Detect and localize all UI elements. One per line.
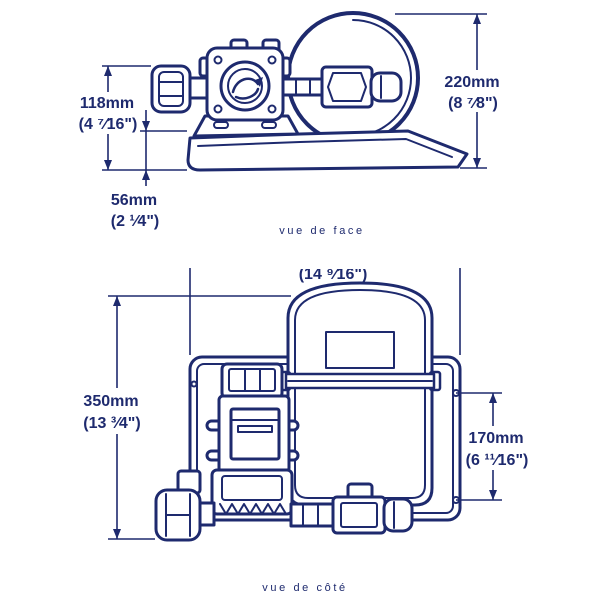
tank-inner-outline bbox=[294, 289, 426, 499]
dimension-metric: 170mm bbox=[468, 430, 523, 447]
dimension-metric: 220mm bbox=[444, 74, 499, 91]
outlet-fitting-side bbox=[289, 482, 414, 535]
pump-bolt bbox=[213, 104, 223, 114]
dimension-imperial: (4 ⁷⁄16") bbox=[79, 116, 138, 133]
arrowhead-down bbox=[104, 160, 112, 170]
pump-bolt bbox=[267, 104, 277, 114]
strainer-cap-inner bbox=[158, 71, 184, 107]
front-left-dimension: 118mm (4 ⁷⁄16") bbox=[79, 65, 187, 171]
mounting-hole bbox=[190, 380, 198, 388]
strainer-cap bbox=[150, 64, 192, 114]
dimension-metric: 350mm bbox=[83, 393, 138, 410]
outlet-pipe bbox=[281, 77, 327, 97]
pump-head-front bbox=[198, 38, 292, 122]
pump-top-cap-inner bbox=[228, 368, 276, 392]
pressure-switch-slot bbox=[237, 425, 273, 433]
bracket-slot-left bbox=[213, 121, 229, 129]
pump-side bbox=[205, 362, 300, 516]
front-lower-dimension: 56mm (2 ¹⁄4") bbox=[111, 110, 187, 230]
base-front bbox=[186, 129, 469, 172]
pressure-switch-box bbox=[229, 407, 281, 461]
side-view-caption: vue de côté bbox=[262, 582, 347, 594]
outlet-port bbox=[369, 71, 403, 103]
pump-face-inner bbox=[227, 68, 263, 104]
tank-end-rim bbox=[352, 19, 412, 137]
pump-head-inner bbox=[221, 475, 283, 501]
front-view: 220mm (8 ⁷⁄8") 118mm (4 ⁷⁄16") 56mm (2 ¹… bbox=[79, 11, 500, 237]
arrowhead-up bbox=[113, 296, 121, 306]
logo-tail bbox=[255, 77, 263, 87]
arrowhead-down bbox=[113, 529, 121, 539]
dimension-imperial: (2 ¹⁄4") bbox=[111, 213, 159, 230]
side-top-dimension: (14 ⁹⁄16") bbox=[189, 266, 461, 355]
outlet-fitting-front bbox=[281, 65, 403, 109]
arrowhead-down bbox=[473, 158, 481, 168]
bracket-slot-right bbox=[261, 121, 277, 129]
pump-head-side bbox=[210, 468, 294, 516]
inlet-strainer-side bbox=[154, 469, 216, 542]
arrowhead-down bbox=[489, 490, 497, 500]
front-right-dimension: 220mm (8 ⁷⁄8") bbox=[395, 13, 500, 169]
tank-label-plate bbox=[325, 331, 395, 369]
arrowhead-up bbox=[489, 393, 497, 403]
logo-swirl-lower bbox=[234, 87, 260, 100]
union-hex bbox=[327, 72, 367, 102]
front-view-caption: vue de face bbox=[279, 225, 364, 237]
arrowhead-up bbox=[142, 170, 150, 180]
side-view: (14 ⁹⁄16") bbox=[83, 266, 529, 594]
arrowhead-down bbox=[142, 121, 150, 131]
base-outline bbox=[186, 129, 469, 172]
dimension-imperial: (13 ³⁄4") bbox=[83, 415, 140, 432]
tank-outline bbox=[286, 281, 434, 507]
base-inner-edge bbox=[197, 138, 453, 158]
outlet-port bbox=[382, 497, 414, 533]
pump-head-fins bbox=[219, 503, 287, 515]
pump-bolt bbox=[213, 55, 223, 65]
dimension-metric: 56mm bbox=[111, 192, 157, 209]
dimension-imperial: (8 ⁷⁄8") bbox=[448, 95, 498, 112]
tank-side bbox=[278, 281, 442, 507]
dimension-imperial: (14 ⁹⁄16") bbox=[299, 266, 368, 283]
logo-swirl-upper bbox=[231, 77, 260, 94]
dimension-metric: 118mm bbox=[80, 95, 134, 112]
arrowhead-up bbox=[104, 66, 112, 76]
pump-logo-icon bbox=[231, 77, 263, 100]
arrowhead-up bbox=[473, 14, 481, 24]
outlet-pipe bbox=[289, 502, 337, 528]
side-left-dimension: 350mm (13 ³⁄4") bbox=[83, 295, 291, 540]
dimension-imperial: (6 ¹¹⁄16") bbox=[466, 452, 529, 469]
pump-bolt bbox=[267, 55, 277, 65]
tee-fitting-inner bbox=[340, 502, 378, 528]
side-right-dimension: 170mm (6 ¹¹⁄16") bbox=[456, 392, 529, 501]
